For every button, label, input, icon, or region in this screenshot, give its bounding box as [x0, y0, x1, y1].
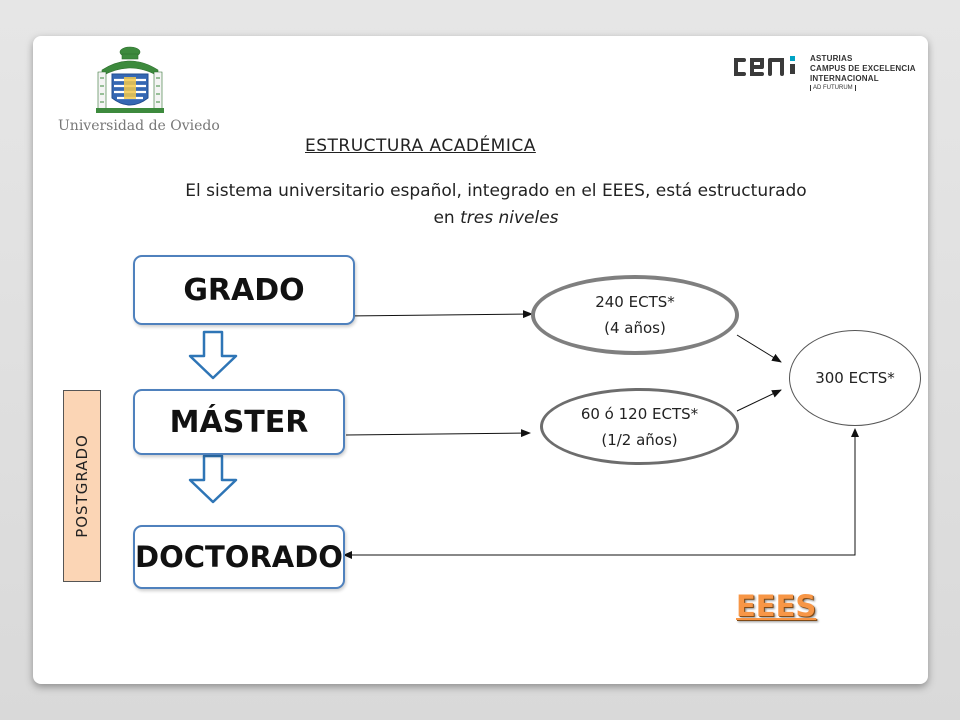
level-doctorado-label: DOCTORADO — [135, 540, 343, 574]
university-seal-logo — [96, 46, 164, 113]
total-credits-value: 300 ECTS* — [815, 369, 895, 387]
master-to-doctorado-down-arrow — [188, 454, 238, 504]
grado-credits-ellipse: 240 ECTS* (4 años) — [531, 275, 739, 355]
doctorado-arrowhead — [343, 551, 352, 559]
cei-line-3: INTERNACIONAL — [810, 74, 879, 83]
intro-line-2-prefix: en — [433, 208, 461, 228]
level-doctorado-box: DOCTORADO — [133, 525, 345, 589]
postgrado-label-box: POSTGRADO — [63, 390, 101, 582]
240-to-300-arrow — [736, 334, 782, 363]
300-arrowhead — [851, 428, 859, 437]
level-grado-box: GRADO — [133, 255, 355, 325]
level-grado-label: GRADO — [183, 272, 305, 308]
master-credits-duration: (1/2 años) — [601, 430, 678, 449]
grado-credits-duration: (4 años) — [604, 319, 666, 337]
cei-line-1: ASTURIAS — [810, 54, 853, 63]
cei-logo-text: ASTURIAS CAMPUS DE EXCELENCIA INTERNACIO… — [810, 54, 916, 84]
postgrado-label: POSTGRADO — [73, 434, 91, 538]
intro-emphasis: tres niveles — [460, 208, 559, 228]
grado-credits-value: 240 ECTS* — [595, 293, 675, 311]
master-credits-ellipse: 60 ó 120 ECTS* (1/2 años) — [540, 388, 739, 465]
level-master-box: MÁSTER — [133, 389, 345, 455]
master-credits-value: 60 ó 120 ECTS* — [580, 404, 699, 423]
master-to-60-arrow — [345, 429, 531, 438]
intro-line-1: El sistema universitario español, integr… — [185, 181, 807, 201]
intro-line-2: en tres niveles — [96, 205, 896, 232]
level-master-label: MÁSTER — [169, 404, 309, 440]
cei-logo-mark — [734, 56, 795, 76]
eees-link[interactable]: EEES — [736, 589, 817, 623]
cei-line-2: CAMPUS DE EXCELENCIA — [810, 64, 916, 73]
grado-to-240-arrow — [343, 310, 533, 319]
grado-to-master-down-arrow — [188, 330, 238, 380]
60-to-300-arrow — [736, 389, 782, 412]
intro-text: El sistema universitario español, integr… — [96, 178, 896, 232]
university-name: Universidad de Oviedo — [58, 118, 220, 134]
slide-heading: ESTRUCTURA ACADÉMICA — [305, 136, 536, 156]
300-to-doctorado-connector — [348, 432, 856, 556]
cei-tagline: AD FUTURUM — [810, 85, 856, 91]
total-credits-ellipse: 300 ECTS* — [789, 330, 921, 426]
